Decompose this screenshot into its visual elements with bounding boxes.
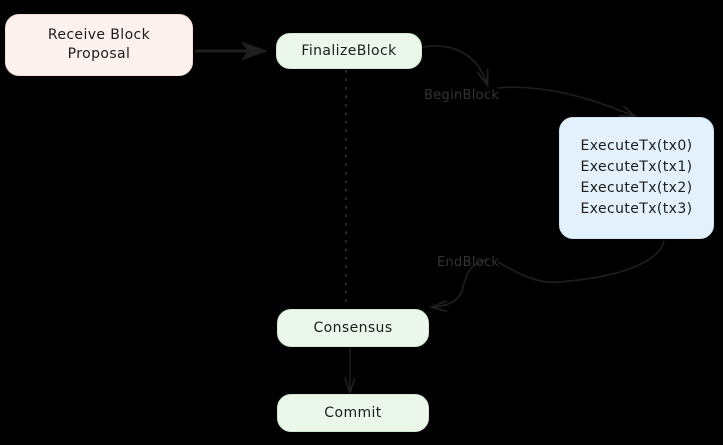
node-label: FinalizeBlock [301,42,397,59]
node-label-line1: Receive Block [47,27,151,44]
edge-executetx-to-consensus [433,240,665,307]
execute-tx-line-2: ExecuteTx(tx2) [580,180,693,196]
node-label: Commit [324,404,382,421]
node-consensus[interactable]: Consensus [277,309,429,347]
execute-tx-line-0: ExecuteTx(tx0) [580,138,693,155]
execute-tx-line-3: ExecuteTx(tx3) [580,200,693,217]
node-finalize-block[interactable]: FinalizeBlock [276,33,422,69]
edge-finalize-to-executetx [422,45,634,116]
node-receive-block-proposal[interactable]: Receive Block Proposal [5,14,193,76]
node-label-line2: Proposal [67,46,131,62]
edge-label-end-block: EndBlock [437,255,500,270]
node-commit[interactable]: Commit [277,394,429,432]
edge-label-begin-block: BeginBlock [424,88,500,103]
execute-tx-line-1: ExecuteTx(tx1) [580,159,693,176]
node-label: Consensus [313,319,393,336]
node-execute-tx[interactable]: ExecuteTx(tx0) ExecuteTx(tx1) ExecuteTx(… [559,117,714,239]
